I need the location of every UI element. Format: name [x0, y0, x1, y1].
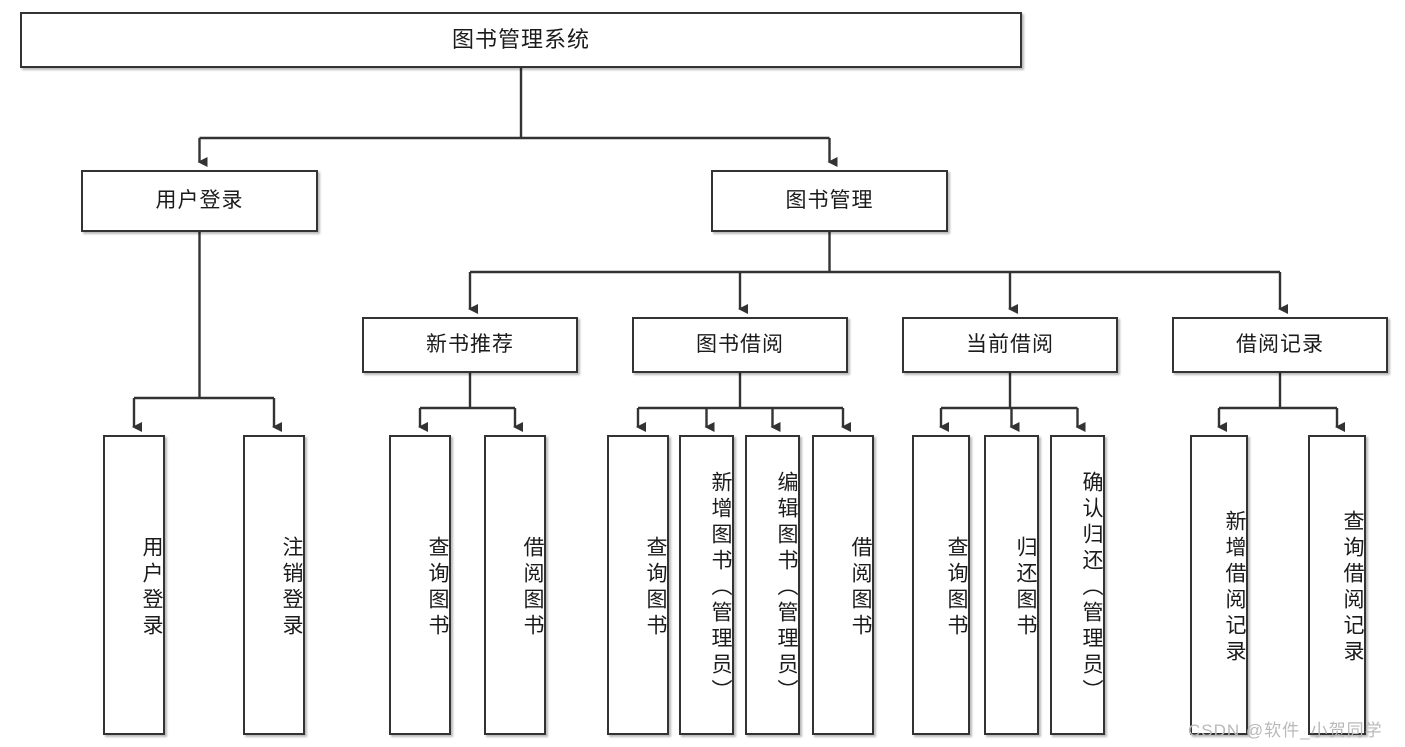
leaf-node-2[interactable]: 查询图书	[389, 435, 451, 735]
level3-node-0-label: 新书推荐	[426, 332, 514, 356]
leaf-node-9-label: 归还图书	[1014, 536, 1037, 640]
level2-node-0-label: 用户登录	[155, 188, 244, 212]
leaf-node-6-label: 编辑图书（管理员）	[775, 471, 798, 705]
leaf-node-2-label: 查询图书	[426, 536, 449, 640]
leaf-node-11[interactable]: 新增借阅记录	[1190, 435, 1248, 735]
leaf-node-5-label: 新增图书（管理员）	[709, 471, 732, 705]
level3-node-0[interactable]: 新书推荐	[362, 317, 578, 373]
leaf-node-10-label: 确认归还（管理员）	[1080, 471, 1103, 705]
leaf-node-12-label: 查询借阅记录	[1341, 510, 1364, 666]
leaf-node-4[interactable]: 查询图书	[607, 435, 669, 735]
leaf-node-1-label: 注销登录	[280, 536, 303, 640]
leaf-node-3-label: 借阅图书	[521, 536, 544, 640]
level3-node-2[interactable]: 当前借阅	[902, 317, 1118, 373]
level3-node-1-label: 图书借阅	[696, 332, 784, 356]
leaf-node-3[interactable]: 借阅图书	[484, 435, 546, 735]
root-node-图书管理系统-label: 图书管理系统	[451, 27, 590, 53]
leaf-node-7-label: 借阅图书	[849, 536, 872, 640]
level2-node-1-label: 图书管理	[785, 188, 874, 212]
level3-node-3[interactable]: 借阅记录	[1172, 317, 1388, 373]
leaf-node-6[interactable]: 编辑图书（管理员）	[745, 435, 800, 735]
csdn-watermark: CSDN @软件_小贺同学	[1188, 721, 1383, 740]
leaf-node-0[interactable]: 用户登录	[103, 435, 165, 735]
leaf-node-5[interactable]: 新增图书（管理员）	[679, 435, 734, 735]
level3-node-3-label: 借阅记录	[1236, 332, 1324, 356]
leaf-node-8-label: 查询图书	[945, 536, 968, 640]
leaf-node-0-label: 用户登录	[140, 536, 163, 640]
leaf-node-8[interactable]: 查询图书	[912, 435, 970, 735]
level3-node-2-label: 当前借阅	[966, 332, 1054, 356]
level2-node-1[interactable]: 图书管理	[711, 170, 948, 232]
leaf-node-11-label: 新增借阅记录	[1223, 510, 1246, 666]
root-node-图书管理系统[interactable]: 图书管理系统	[20, 12, 1022, 68]
level2-node-0[interactable]: 用户登录	[81, 170, 318, 232]
leaf-node-9[interactable]: 归还图书	[984, 435, 1039, 735]
leaf-node-12[interactable]: 查询借阅记录	[1308, 435, 1366, 735]
leaf-node-4-label: 查询图书	[644, 536, 667, 640]
leaf-node-10[interactable]: 确认归还（管理员）	[1050, 435, 1105, 735]
leaf-node-7[interactable]: 借阅图书	[812, 435, 874, 735]
level3-node-1[interactable]: 图书借阅	[632, 317, 848, 373]
leaf-node-1[interactable]: 注销登录	[243, 435, 305, 735]
